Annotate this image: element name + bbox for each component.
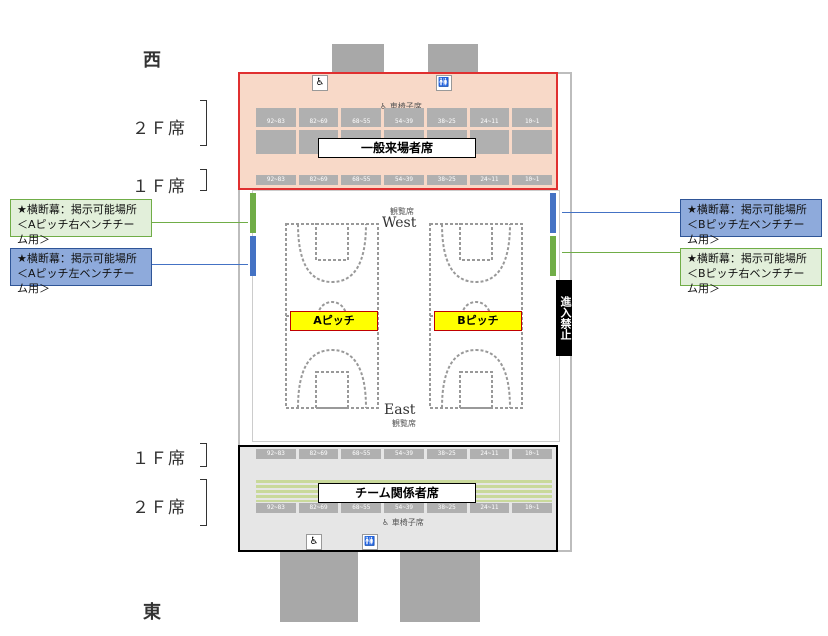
seat-block: 10~1 [512, 449, 553, 459]
court-bottom-big-text: East [384, 402, 416, 418]
seat-block: 92~83 [256, 117, 296, 127]
seat-block: 38~25 [426, 503, 467, 513]
floor-label-bottom-2f: ２Ｆ席 [132, 498, 186, 518]
floor-label-bottom-1f: １Ｆ席 [132, 449, 186, 469]
seat-block: 92~83 [256, 175, 296, 185]
seat-block: 10~1 [512, 175, 553, 185]
seat-block: 82~69 [298, 503, 339, 513]
seat-block: 24~11 [469, 117, 510, 127]
seat-block: 38~25 [426, 175, 467, 185]
banner-marker-b-right [550, 236, 556, 276]
court-b-lines [429, 223, 523, 409]
note-a-right-bench: ★横断幕：掲示可能場所＜Aピッチ右ベンチチーム用＞ [10, 199, 152, 246]
toilet-icon-bottom: 🚻 [362, 534, 378, 550]
east-label: 東 [143, 602, 161, 623]
wheelchair-icon-bottom: ♿ [306, 534, 322, 550]
seat-block: 38~25 [426, 117, 467, 127]
wheelchair-icon: ♿ [312, 75, 328, 91]
banner-marker-a-left [250, 236, 256, 276]
no-entry-sign: 進入禁止 [556, 280, 572, 356]
seat-block: 82~69 [298, 449, 339, 459]
seat-block: 54~39 [384, 449, 424, 459]
seat-block: 82~69 [298, 117, 339, 127]
toilet-icon: 🚻 [436, 75, 452, 91]
seat-block: 68~55 [341, 503, 382, 513]
floor-label-top-1f: １Ｆ席 [132, 177, 186, 197]
seat-block: 38~25 [426, 449, 467, 459]
seat-block: 82~69 [298, 175, 339, 185]
seat-block: 24~11 [469, 449, 510, 459]
west-entrance [332, 44, 478, 74]
court-top-small-text: 観覧席 [390, 207, 414, 216]
seat-block: 24~11 [469, 503, 510, 513]
seat-block: 68~55 [341, 449, 382, 459]
seat-block: 92~83 [256, 449, 296, 459]
team-seating-label: チーム関係者席 [318, 483, 476, 503]
seat-block: 24~11 [469, 175, 510, 185]
seat-block: 10~1 [512, 117, 553, 127]
banner-marker-b-left [550, 193, 556, 233]
court-top-big-text: West [382, 215, 417, 231]
seat-block: 54~39 [384, 175, 424, 185]
pitch-b-label: Bピッチ [434, 311, 522, 331]
court-bottom-small-text: 観覧席 [392, 419, 416, 428]
wheelchair-seat-label-top: ♿ 車椅子席 [380, 102, 422, 111]
west-label: 西 [143, 50, 161, 71]
note-a-left-bench: ★横断幕：掲示可能場所＜Aピッチ左ベンチチーム用＞ [10, 248, 152, 295]
east-entrance [280, 552, 480, 622]
seat-block: 68~55 [341, 117, 382, 127]
pitch-a-label: Aピッチ [290, 311, 378, 331]
seat-block: 10~1 [512, 503, 553, 513]
wheelchair-seat-label-bottom: ♿ 車椅子席 [382, 518, 424, 527]
note-b-right-bench: ★横断幕：掲示可能場所＜Bピッチ右ベンチチーム用＞ [680, 248, 822, 295]
seat-block: 68~55 [341, 175, 382, 185]
seat-block: 92~83 [256, 503, 296, 513]
general-seating-label: 一般来場者席 [318, 138, 476, 158]
banner-marker-a-right [250, 193, 256, 233]
note-b-left-bench: ★横断幕：掲示可能場所＜Bピッチ左ベンチチーム用＞ [680, 199, 822, 246]
seat-block: 54~39 [384, 503, 424, 513]
floor-label-top-2f: ２Ｆ席 [132, 119, 186, 139]
seat-block: 54~39 [384, 117, 424, 127]
